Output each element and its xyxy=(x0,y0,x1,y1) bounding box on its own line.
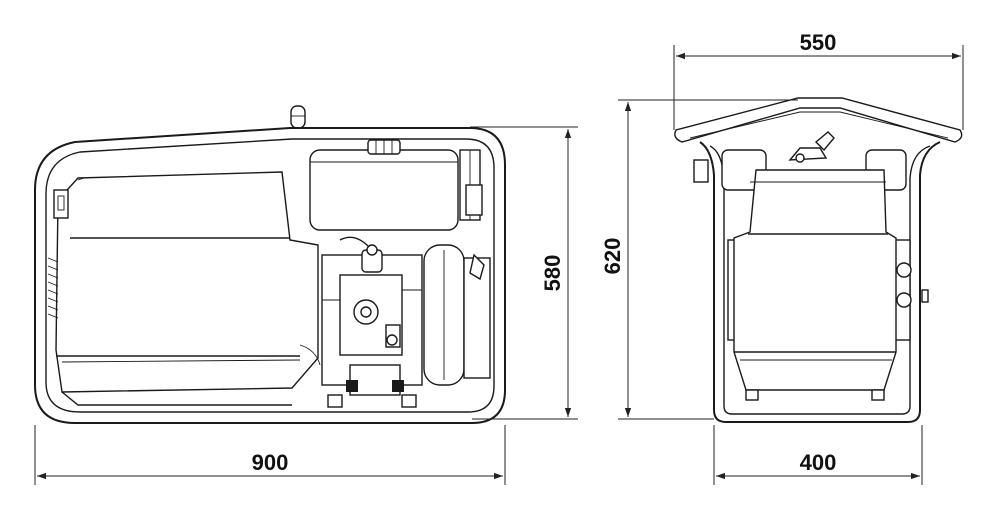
side-base-feet xyxy=(327,394,417,408)
fuel-tank xyxy=(309,139,481,231)
dimension-label-front-top-width: 550 xyxy=(800,30,837,55)
dimension-label-side-height: 580 xyxy=(540,255,565,292)
recoil-housing xyxy=(423,184,491,386)
side-view xyxy=(34,105,506,424)
dimension-label-front-base-width: 400 xyxy=(800,450,837,475)
dimension-lines xyxy=(34,45,964,485)
side-frame xyxy=(34,127,506,424)
front-roof-frame xyxy=(674,97,963,143)
dimension-label-side-width: 900 xyxy=(252,450,289,475)
dimension-label-front-height: 620 xyxy=(600,238,625,275)
front-generator-body xyxy=(733,169,897,401)
engine-block xyxy=(321,236,423,396)
front-view xyxy=(674,97,963,423)
alternator-vents xyxy=(47,189,69,319)
lifting-hook xyxy=(290,105,306,129)
alternator-housing xyxy=(47,171,321,406)
